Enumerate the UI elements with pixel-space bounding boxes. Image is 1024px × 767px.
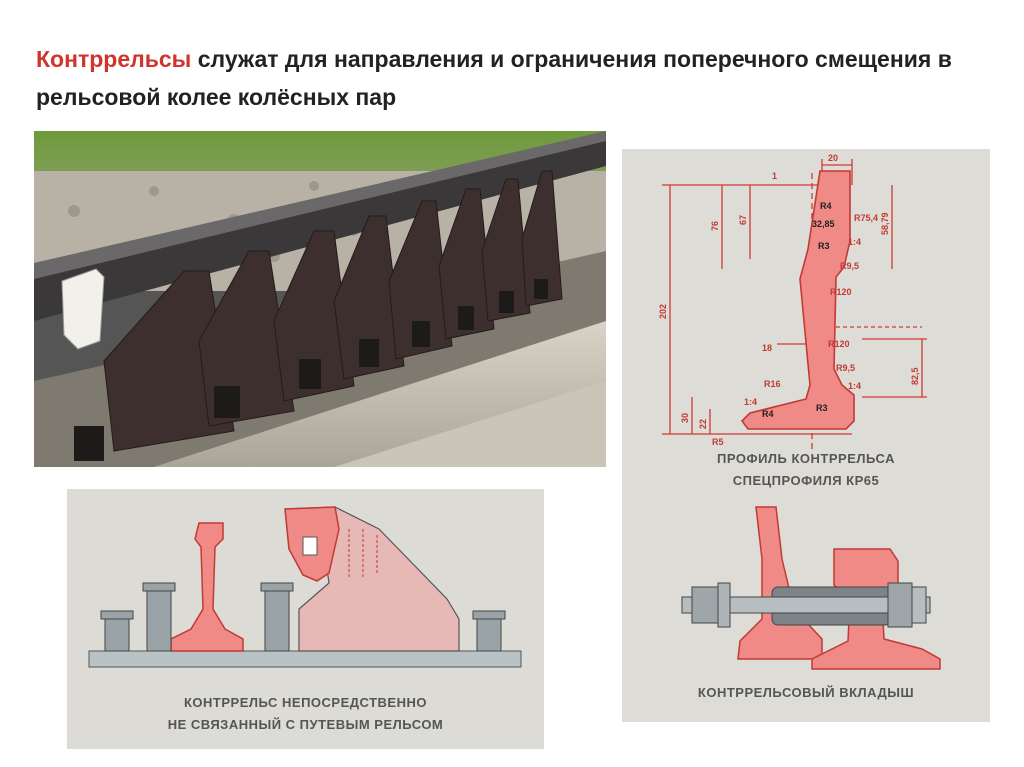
dim-30: 30	[680, 413, 690, 423]
dim-s14a: 1:4	[848, 237, 861, 247]
guard-rail-profile-panel: 20 1 76 67 58,79 202 R4 32,85 R75,4 R3 1…	[622, 149, 990, 722]
dim-r16: R16	[764, 379, 781, 389]
dim-5879: 58,79	[880, 212, 890, 235]
independent-guard-rail-panel: КОНТРРЕЛЬС НЕПОСРЕДСТВЕННО НЕ СВЯЗАННЫЙ …	[67, 489, 544, 749]
dim-ra2: R4	[762, 409, 774, 419]
dim-ra1: R4	[820, 201, 832, 211]
dim-825: 82,5	[910, 367, 920, 385]
profile-caption-line1: ПРОФИЛЬ КОНТРРЕЛЬСА	[717, 451, 895, 466]
dim-3285: 32,85	[812, 219, 835, 229]
slide-title: Контррельсы служат для направления и огр…	[36, 40, 996, 116]
dim-1: 1	[772, 171, 777, 181]
title-accent: Контррельсы	[36, 46, 192, 72]
guard-rail-liner-drawing	[681, 506, 941, 670]
dim-s14b: 1:4	[848, 381, 861, 391]
dim-22: 22	[698, 419, 708, 429]
dim-67: 67	[738, 215, 748, 225]
dim-r120b: R120	[828, 339, 850, 349]
dim-20: 20	[828, 153, 838, 163]
dim-18: 18	[762, 343, 772, 353]
dim-r95b: R9,5	[836, 363, 855, 373]
dim-r5: R5	[712, 437, 724, 447]
dim-s14c: 1:4	[744, 397, 757, 407]
kr65-profile-drawing: 20 1 76 67 58,79 202 R4 32,85 R75,4 R3 1…	[658, 153, 927, 449]
title-rest: служат для направления и ограничения поп…	[36, 46, 952, 110]
dim-r3a: R3	[818, 241, 830, 251]
dim-202: 202	[658, 304, 668, 319]
dim-r120a: R120	[830, 287, 852, 297]
profile-caption-line2: СПЕЦПРОФИЛЯ КР65	[732, 473, 880, 488]
dim-r754: R75,4	[854, 213, 878, 223]
bottom-caption-line2: НЕ СВЯЗАННЫЙ С ПУТЕВЫМ РЕЛЬСОМ	[167, 717, 444, 732]
liner-caption: КОНТРРЕЛЬСОВЫЙ ВКЛАДЫШ	[697, 685, 915, 700]
dim-r95a: R9,5	[840, 261, 859, 271]
independent-guard-rail-drawing	[88, 506, 522, 668]
dim-r3b: R3	[816, 403, 828, 413]
guard-rail-photo	[34, 131, 606, 467]
guard-rail-photo-illustration	[34, 131, 606, 467]
bottom-caption-line1: КОНТРРЕЛЬС НЕПОСРЕДСТВЕННО	[184, 695, 427, 710]
dim-76: 76	[710, 221, 720, 231]
